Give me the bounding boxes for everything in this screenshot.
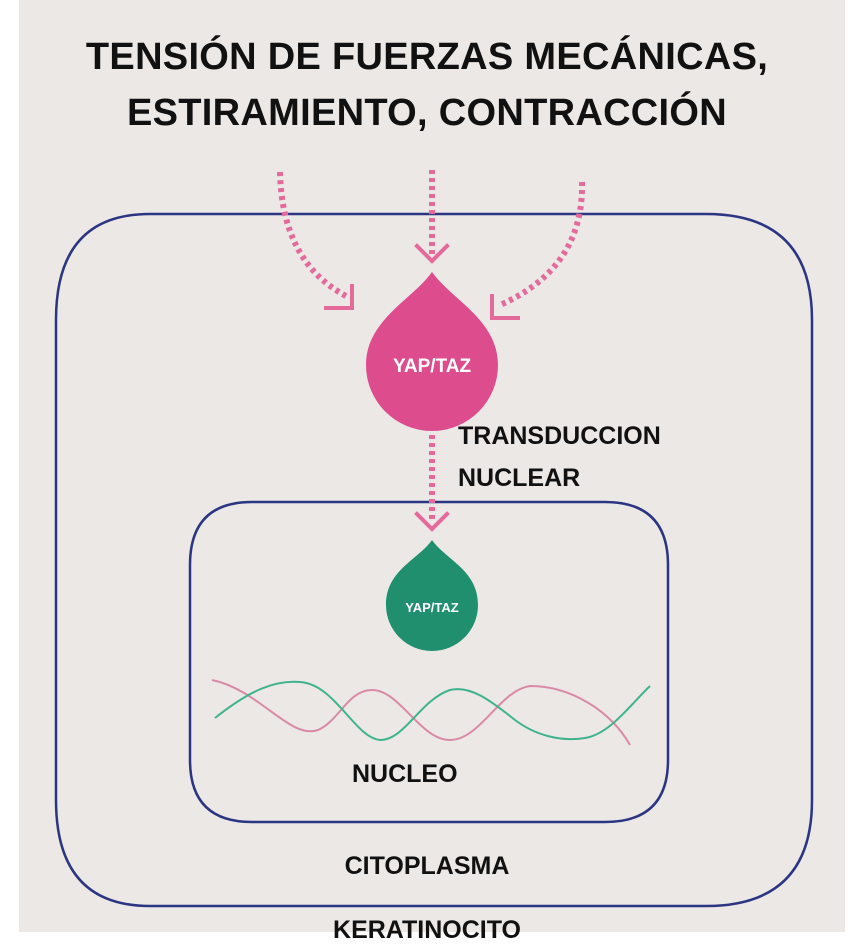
title-line-1: TENSIÓN DE FUERZAS MECÁNICAS,	[85, 36, 769, 78]
cell-membrane	[54, 212, 814, 908]
dna-strand-pink	[211, 679, 631, 746]
yap-taz-cytoplasm-label: YAP/TAZ	[393, 356, 472, 377]
yap-taz-cytoplasm-drop	[366, 272, 498, 431]
title-line-2: ESTIRAMIENTO, CONTRACCIÓN	[126, 92, 728, 134]
arrow-heads	[324, 243, 520, 532]
citoplasma-label: CITOPLASMA	[344, 852, 510, 880]
transduccion-label: TRANSDUCCION	[458, 422, 661, 450]
diagram-background	[19, 0, 845, 932]
arrow-head-left	[324, 284, 354, 310]
nucleus-membrane	[188, 500, 670, 824]
arrow-head-transduction	[414, 511, 450, 532]
nuclear-label: NUCLEAR	[458, 464, 581, 492]
arrow-head-center	[414, 243, 450, 264]
force-arrow-right	[498, 181, 586, 308]
nucleo-label: NUCLEO	[352, 760, 458, 788]
force-arrows	[277, 170, 586, 520]
yap-taz-nucleus-label: YAP/TAZ	[405, 600, 459, 615]
force-arrow-left	[277, 171, 348, 299]
arrow-head-right	[490, 294, 520, 320]
dna-strand-green	[214, 680, 651, 742]
keratinocito-label: KERATINOCITO	[333, 916, 521, 944]
yap-taz-nucleus-drop	[386, 540, 478, 651]
